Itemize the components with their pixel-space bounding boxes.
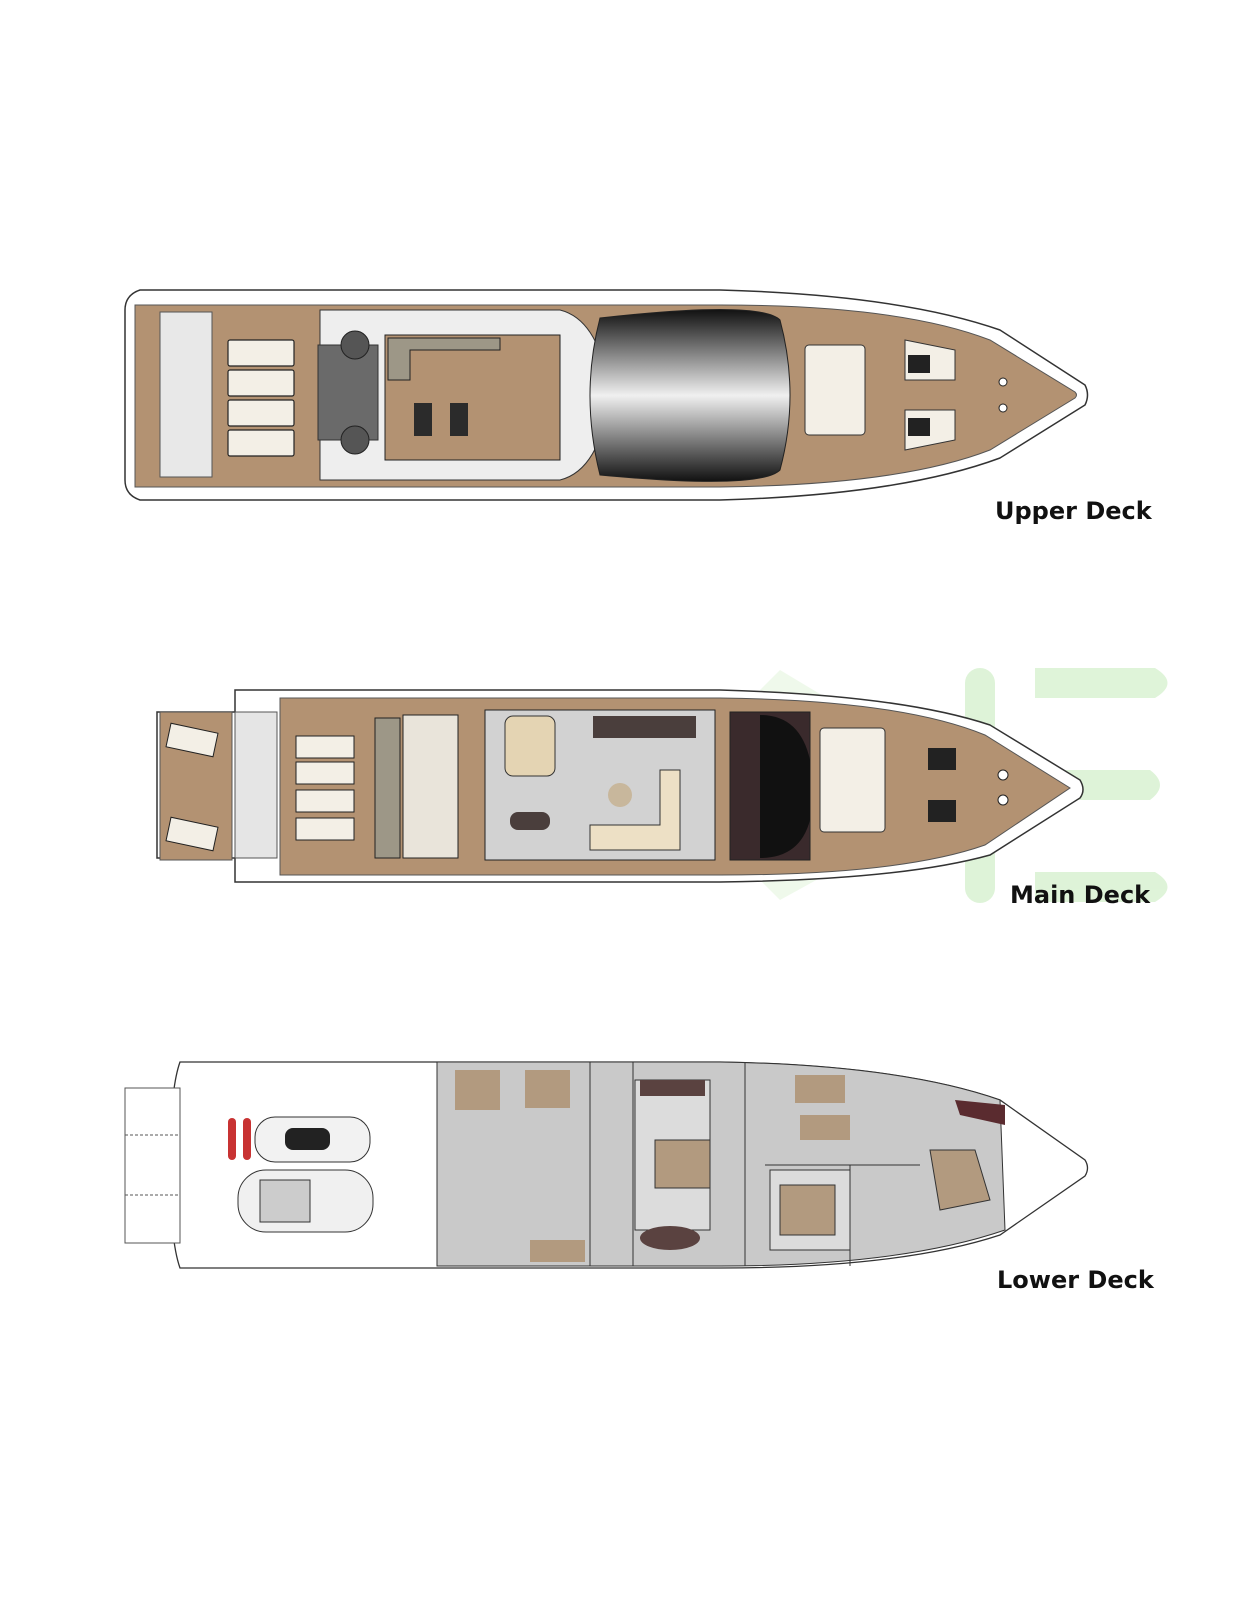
lower-deck-plan	[124, 1061, 1089, 1269]
lower-deck-label: Lower Deck	[997, 1266, 1154, 1294]
upper-deck-label: Upper Deck	[995, 497, 1152, 525]
upper-deck-plan	[124, 289, 1089, 501]
main-deck-label: Main Deck	[1010, 881, 1151, 909]
main-deck-plan	[156, 689, 1084, 883]
